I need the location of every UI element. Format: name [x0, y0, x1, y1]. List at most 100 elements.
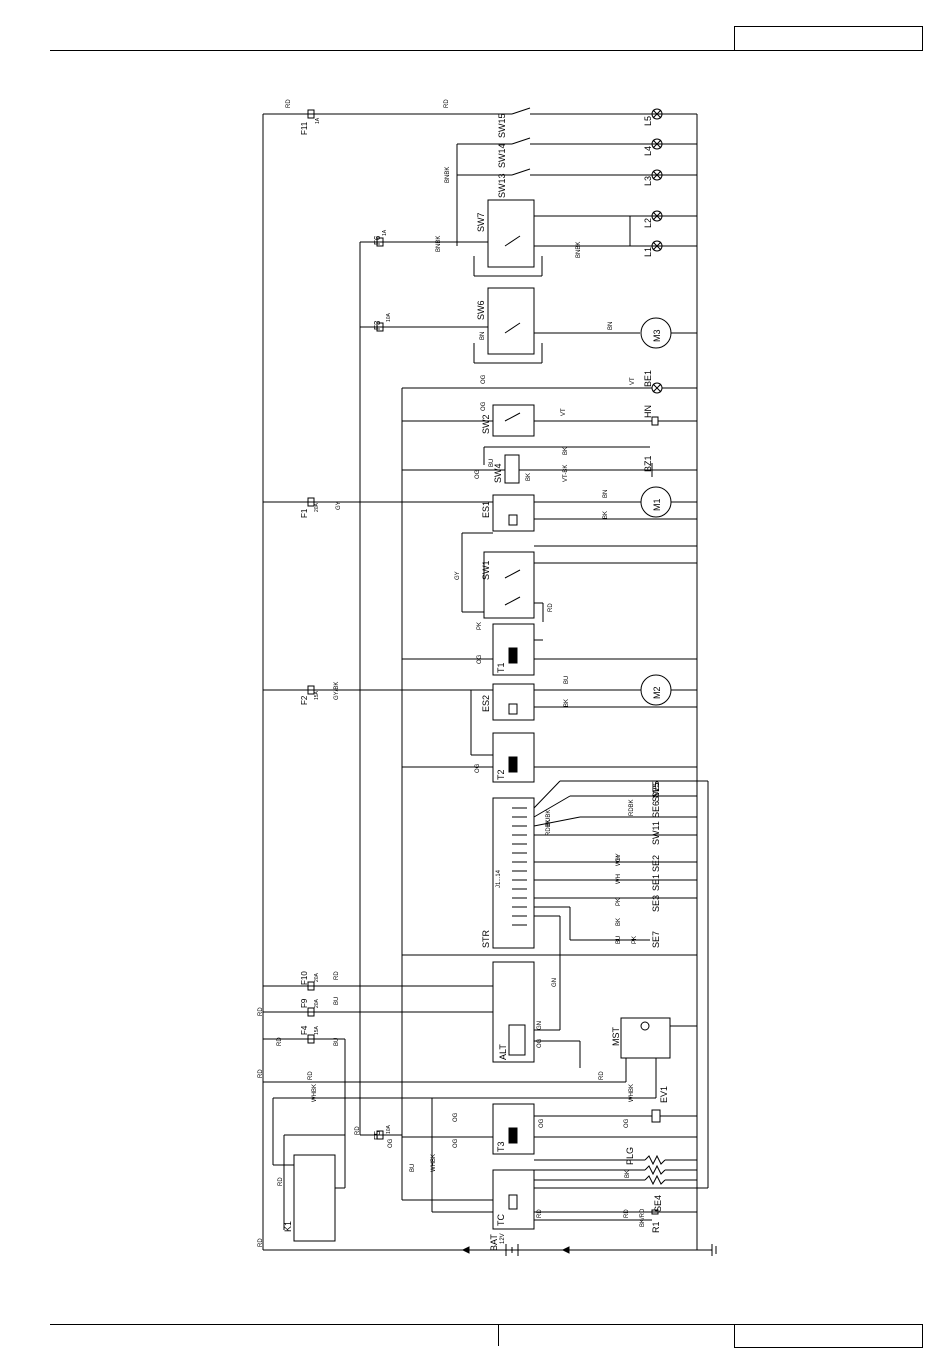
resistor-label: R1: [651, 1221, 661, 1233]
motor-m3-icon: [640, 317, 697, 349]
relay-label: T2: [496, 769, 506, 780]
horn-hn-icon: [651, 416, 697, 426]
wire-label: RDBK: [629, 799, 635, 816]
fuse-label: F10: [300, 971, 309, 985]
module-mst: [620, 1017, 671, 1059]
wire-label: BN: [608, 322, 614, 330]
footer-page-box: [734, 1324, 923, 1348]
fuse-f6: [376, 237, 384, 247]
wire-label: BN: [603, 490, 609, 498]
relay-label: ES2: [481, 695, 491, 712]
buzzer-bz1-icon: [651, 463, 697, 477]
sensor-label: SE7: [651, 931, 661, 948]
lamp-l2-icon: [651, 210, 663, 222]
wire-label: OG: [481, 401, 487, 411]
switch-label: SW1: [481, 560, 491, 580]
wire-label: BU: [616, 936, 622, 944]
wire-label: VT-BK: [563, 465, 569, 482]
switch-label: SW13: [497, 173, 507, 198]
relay-label: T1: [496, 662, 506, 673]
lamp-label: L2: [643, 218, 653, 228]
wire-label: BUBK: [546, 810, 552, 826]
wire-label: BK: [564, 699, 570, 707]
alternator-alt: [492, 961, 535, 1063]
wire-label: OG: [477, 654, 483, 664]
buzzer-label: BZ1: [643, 455, 653, 472]
glow-plugs-plg-icon: [644, 1154, 666, 1186]
switch-label: SW4: [493, 463, 503, 483]
sensor-label: SE6: [651, 801, 661, 818]
fuse-rating: 1A: [382, 229, 388, 236]
relay-k1: [293, 1154, 336, 1242]
wire-label: GY: [616, 853, 622, 862]
connector-pins-label: J1...14: [496, 869, 502, 888]
fuse-label: F2: [300, 695, 309, 705]
motor-m1-icon: [640, 486, 697, 518]
fuse-label: F5: [373, 1130, 382, 1140]
wire-label: BU: [489, 459, 495, 467]
connector-pins: [512, 807, 527, 926]
fuse-label: F11: [300, 121, 309, 135]
wire-label: RD: [258, 1238, 264, 1247]
wire-label: WHBK: [312, 1084, 318, 1102]
wire-label: BK: [563, 447, 569, 455]
wire-label: BU: [564, 676, 570, 684]
fuse-label: F9: [300, 998, 309, 1008]
lamp-be1-icon: [651, 382, 663, 394]
fuse-label: F6: [373, 235, 382, 245]
lamp-label: L4: [643, 146, 653, 156]
wire-label: RDBK: [546, 819, 552, 836]
wire-label: VT: [630, 377, 636, 385]
switch-label: SW14: [497, 143, 507, 168]
wire-label: BK: [526, 473, 532, 481]
wire-label: BK: [603, 511, 609, 519]
lamp-l3-icon: [651, 169, 663, 181]
wire-label: GY: [336, 501, 342, 510]
motor-m2-icon: [640, 674, 697, 706]
battery-label: BAT: [489, 1234, 499, 1251]
wire-label: RD: [548, 603, 554, 612]
fuse-rating: 20A: [314, 998, 320, 1008]
glow-plug-label: PLG: [625, 1147, 635, 1165]
fuse-rating: 1A: [315, 117, 321, 124]
footer-divider: [498, 1324, 499, 1346]
relay-es2: [492, 683, 535, 721]
wire-label: OG: [539, 1118, 545, 1128]
wire-label: GY: [455, 571, 461, 580]
relay-label: ES1: [481, 501, 491, 518]
switch-sw2: [492, 404, 535, 437]
motor-label: M3: [652, 329, 662, 342]
switch-sw7: [487, 199, 535, 268]
switch-sw6: [487, 287, 535, 355]
header-title-box: [734, 26, 923, 51]
wire-label: RD: [355, 1126, 361, 1135]
wire-label: OG: [537, 1038, 543, 1048]
wire-label: WH: [616, 874, 622, 884]
fuse-f11: [307, 109, 315, 119]
lamp-label: L3: [643, 176, 653, 186]
fuse-label: F1: [300, 508, 309, 518]
fuse-rating: 10A: [386, 1124, 392, 1134]
wire-label: BK: [616, 918, 622, 926]
wire-label: GN: [537, 1021, 543, 1030]
wire-label: WHBK: [431, 1154, 437, 1172]
lamp-l1-icon: [651, 240, 663, 252]
switch-sw1: [483, 551, 535, 619]
wire-label: BNBK: [576, 242, 582, 258]
fuse-f3: [376, 322, 384, 332]
wire-label: PK: [616, 898, 622, 906]
wire-label: GY/BK: [334, 682, 340, 700]
sensor-label: SE1: [651, 874, 661, 891]
wire-label: BN: [480, 332, 486, 340]
connector-label: STR: [481, 929, 491, 948]
connector-str: [492, 797, 535, 949]
switch-sw4: [504, 454, 520, 484]
fuse-label: F4: [300, 1025, 309, 1035]
wire-label: RD: [537, 1209, 543, 1218]
wire-label: GN: [552, 978, 558, 987]
switch-label: SW5: [651, 782, 661, 802]
lamp-label: L1: [643, 247, 653, 257]
header-rule: [50, 50, 922, 51]
